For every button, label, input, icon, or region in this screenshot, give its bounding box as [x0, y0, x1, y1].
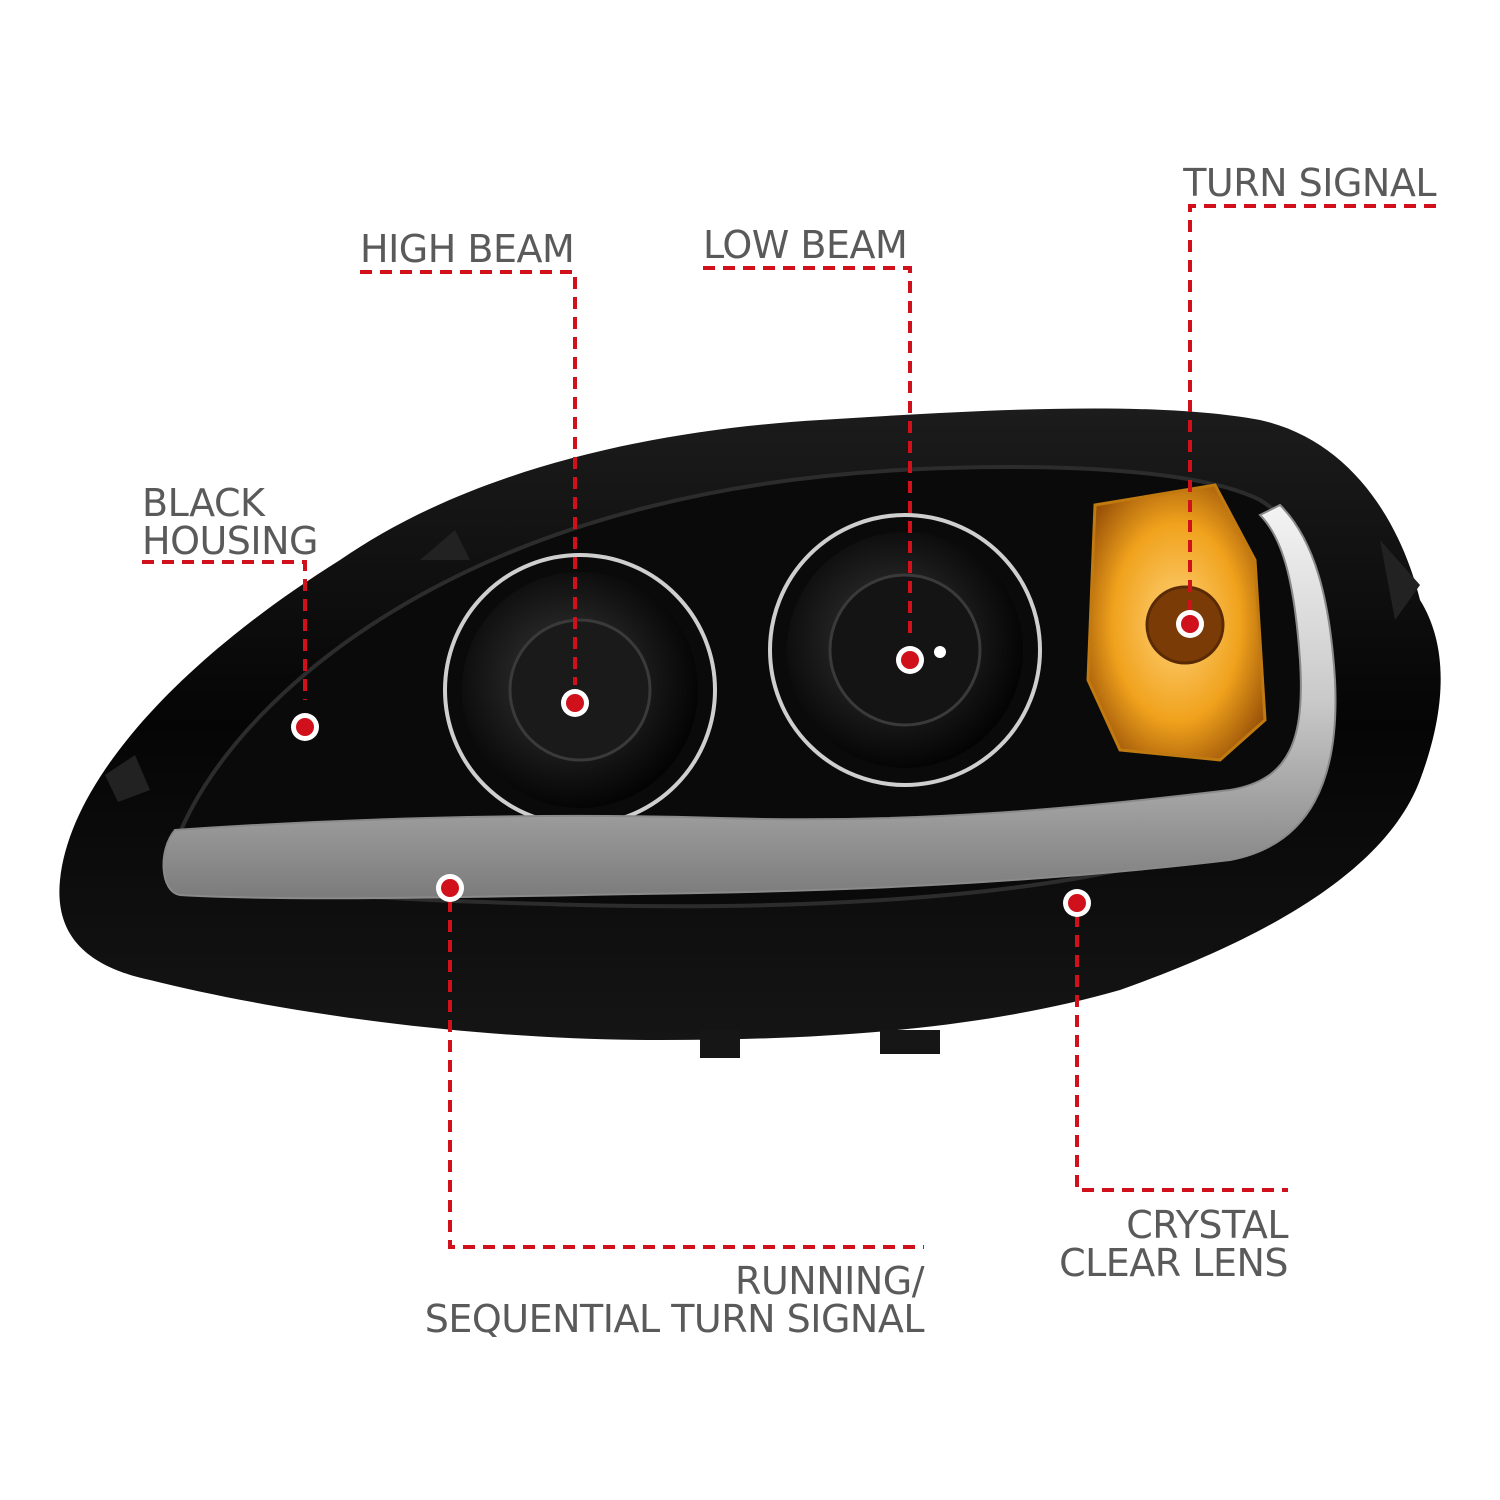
marker-low-beam — [896, 646, 924, 674]
label-black-housing: BLACK HOUSING — [142, 481, 319, 563]
running-light-strip — [162, 503, 1337, 900]
label-high-beam-line: HIGH BEAM — [360, 227, 575, 271]
leader-running — [448, 900, 924, 1249]
marker-high-beam — [561, 689, 589, 717]
marker-crystal — [1063, 889, 1091, 917]
label-running-line-1: RUNNING/ — [735, 1259, 924, 1303]
mount-tab-top — [420, 530, 470, 560]
label-running-sequential: RUNNING/ SEQUENTIAL TURN SIGNAL — [424, 1259, 925, 1341]
label-crystal-line-2: CLEAR LENS — [1059, 1241, 1288, 1285]
label-low-beam: LOW BEAM — [703, 223, 908, 267]
label-high-beam: HIGH BEAM — [360, 227, 575, 271]
marker-black-housing — [291, 713, 319, 741]
mount-tab-bottom-1 — [700, 1030, 740, 1058]
leader-high-beam — [360, 270, 577, 685]
label-crystal-line-1: CRYSTAL — [1126, 1203, 1288, 1247]
label-running-line-2: SEQUENTIAL TURN SIGNAL — [424, 1297, 925, 1341]
mount-tab-bottom-2 — [880, 1030, 940, 1054]
label-low-beam-line: LOW BEAM — [703, 223, 908, 267]
label-black-housing-line-1: BLACK — [142, 481, 265, 525]
low-beam-ring — [768, 513, 1042, 787]
leader-turn-signal — [1188, 204, 1436, 610]
label-turn-signal-line: TURN SIGNAL — [1183, 161, 1436, 205]
leader-black-housing — [142, 560, 307, 700]
marker-turn-signal — [1176, 610, 1204, 638]
label-turn-signal: TURN SIGNAL — [1183, 164, 1436, 202]
marker-running — [436, 874, 464, 902]
mount-tab-left — [105, 755, 150, 802]
label-crystal-clear-lens: CRYSTAL CLEAR LENS — [1059, 1206, 1288, 1282]
leader-crystal — [1075, 915, 1288, 1192]
mount-tab-right — [1380, 540, 1420, 620]
label-black-housing-line-2: HOUSING — [142, 519, 319, 563]
leader-low-beam — [703, 266, 912, 640]
